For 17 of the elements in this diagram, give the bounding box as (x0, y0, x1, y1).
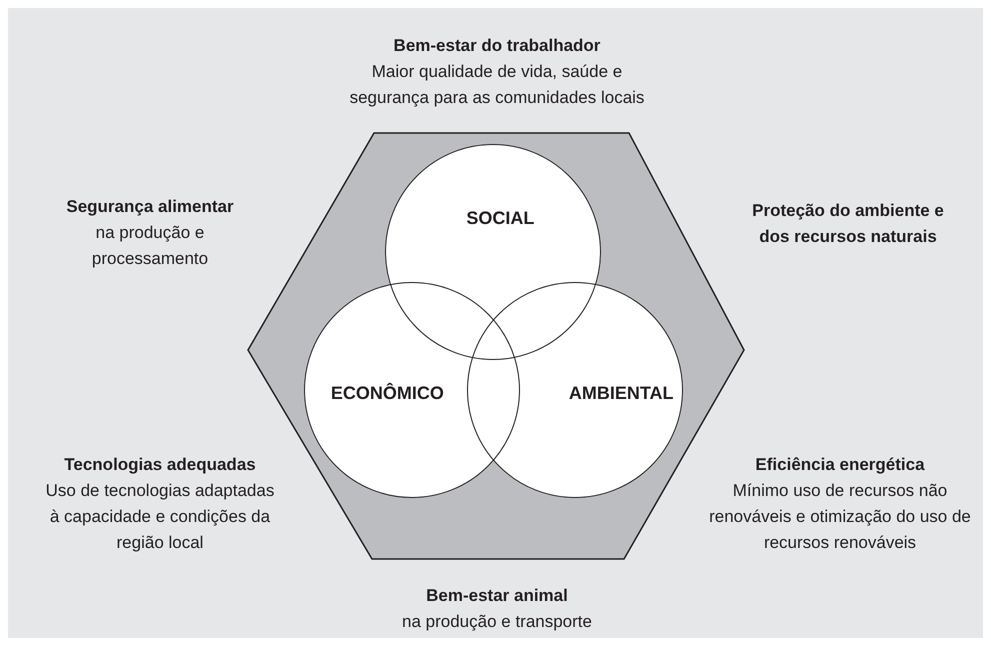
description: Mínimo uso de recursos não renováveis e otimização do uso de recursos renováveis (708, 480, 972, 554)
description: na produção e processamento (90, 222, 210, 270)
venn-circle (385, 144, 601, 360)
heading: Tecnologias adequadas (63, 454, 257, 476)
heading: Bem-estar do trabalhador (392, 35, 602, 57)
circle-label: AMBIENTAL (568, 382, 674, 404)
venn-circle (304, 282, 520, 498)
description: Uso de tecnologias adaptadas à capacidade e condições da região local (44, 480, 276, 554)
heading: Bem-estar animal (425, 585, 569, 607)
heading: Segurança alimentar (65, 196, 235, 218)
heading: Proteção do ambiente e dos recursos naturais (751, 200, 945, 248)
description: na produção e transporte (401, 611, 593, 633)
circle-label: SOCIAL (466, 208, 534, 229)
heading: Eficiência energética (754, 454, 926, 476)
venn-circle (467, 282, 683, 498)
description: Maior qualidade de vida, saúde e segurança para as comunidades locais (348, 61, 646, 109)
circle-label: ECONÔMICO (330, 382, 444, 404)
